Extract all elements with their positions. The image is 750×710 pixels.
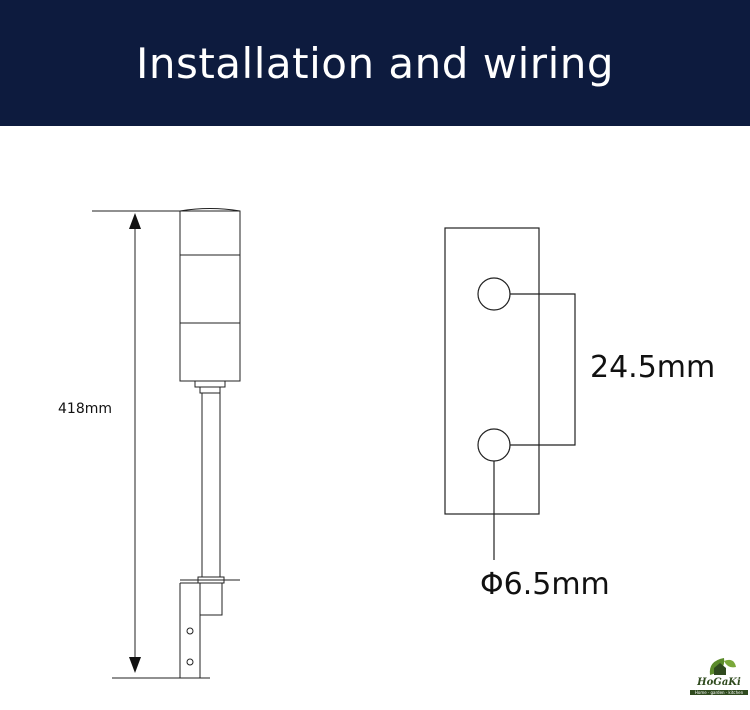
brand-logo: HoGaKi Home · garden · kitchen xyxy=(690,655,748,700)
leaf-house-icon xyxy=(709,658,736,675)
height-label: 418mm xyxy=(58,401,112,417)
hole-diameter-label: Φ6.5mm xyxy=(480,567,610,602)
bracket-drawing xyxy=(444,227,576,560)
page-title: Installation and wiring xyxy=(135,38,615,88)
header-banner: Installation and wiring xyxy=(0,0,750,126)
spacing-label: 24.5mm xyxy=(590,350,715,385)
tower-bracket xyxy=(179,582,223,679)
height-arrow-top xyxy=(129,213,141,229)
tower-upper-collar xyxy=(199,386,221,394)
bracket-hole-lower xyxy=(186,658,194,666)
bracket-hole-upper xyxy=(186,627,194,635)
tower-light-stack xyxy=(179,210,241,382)
tower-upper-connector xyxy=(194,380,226,388)
logo-tagline: Home · garden · kitchen xyxy=(690,690,748,695)
logo-name: HoGaKi xyxy=(697,677,741,688)
height-arrow-bottom xyxy=(129,657,141,673)
mount-hole-bottom xyxy=(477,428,511,462)
bracket-plate xyxy=(444,227,540,515)
tower-cap xyxy=(179,208,241,212)
tower-drawing xyxy=(92,208,241,679)
spacing-dimension-line xyxy=(510,293,576,446)
tower-pole xyxy=(201,392,221,578)
mount-hole-top xyxy=(477,277,511,311)
